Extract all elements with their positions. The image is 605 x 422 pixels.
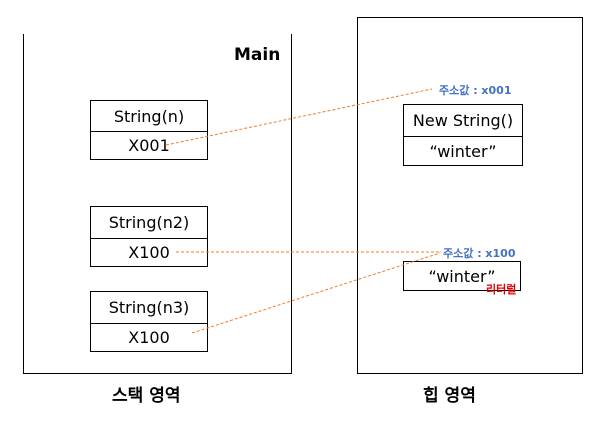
stack-var-n: String(n) X001 [90, 100, 208, 160]
var-type-label: String(n3) [108, 298, 190, 317]
stack-var-n3: String(n3) X100 [90, 291, 208, 352]
heap-string-object: New String() “winter” [403, 104, 523, 166]
var-type-label: String(n2) [108, 213, 190, 232]
stack-caption: 스택 영역 [112, 386, 181, 406]
reference-line-n [165, 88, 433, 146]
literal-value-label: “winter” [428, 266, 496, 286]
main-frame-label: Main [234, 45, 281, 65]
var-type-label: String(n) [113, 106, 185, 126]
var-address-value: X100 [91, 238, 207, 266]
heap-string-literal: “winter” [403, 261, 521, 291]
stack-region [23, 34, 292, 374]
reference-line-n3 [191, 252, 441, 334]
object-address-label: 주소값 : x001 [439, 84, 512, 97]
stack-var-n2: String(n2) X100 [90, 206, 208, 267]
object-value-label: “winter” [404, 136, 522, 165]
literal-tag: 리터럴 [486, 283, 517, 296]
var-address-value: X001 [91, 131, 207, 159]
heap-caption: 힙 영역 [423, 386, 476, 406]
literal-address-label: 주소값 : x100 [443, 247, 516, 260]
object-header-label: New String() [412, 111, 514, 130]
heap-region [357, 17, 583, 374]
var-address-value: X100 [91, 323, 207, 351]
